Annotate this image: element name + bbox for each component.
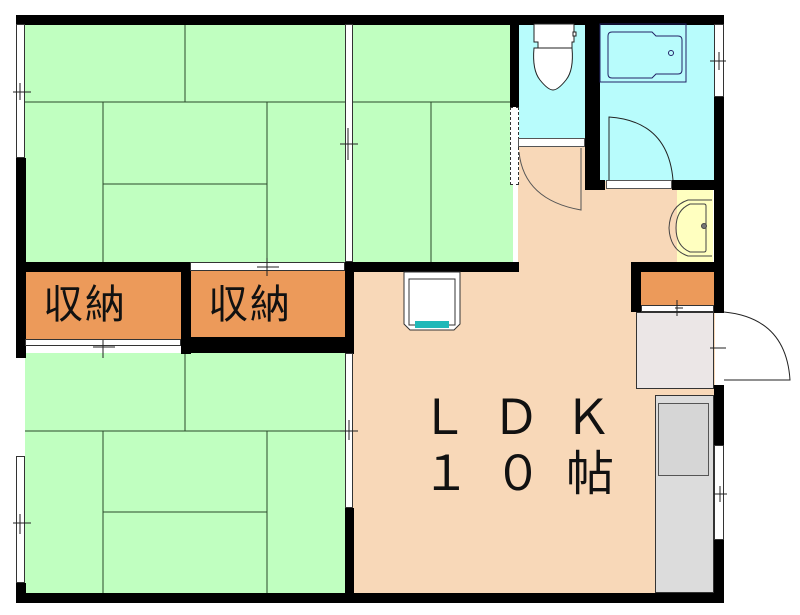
sliding-door-center-top[interactable] [345,24,353,262]
closet-left-label: 収納 [43,282,127,328]
tatami-room-top-right [353,24,513,262]
entrance-door-swing [723,311,791,381]
wall-center-vertical-c [345,508,354,603]
window-kitchen[interactable] [714,445,724,540]
wall-storage-frame [631,262,724,272]
wall-toilet-left [510,15,519,107]
bathroom [600,24,714,181]
ldk-size-label: １０帖 [422,446,639,502]
wall-mid-horizontal [16,262,190,272]
bath-threshold [606,180,672,189]
wall-storage-left [631,262,641,312]
toilet-threshold [518,138,585,147]
closet-left [25,271,181,339]
storage-small [640,271,714,305]
ldk-label: ＬＤＫ [420,390,637,446]
sink [658,403,709,476]
wall-bottom-right [324,593,724,603]
wall-closet-bottom [181,337,354,353]
wall-bath-bottom-b [672,180,724,190]
closet-right [190,271,345,337]
bath-door-swing [608,116,674,181]
wall-toilet-door-jamb [585,138,600,148]
wall-top [16,15,724,25]
wall-right-b [714,385,724,445]
wall-right-d [714,255,724,313]
wall-mid-horizontal-b [345,262,519,272]
wall-right-a [714,97,724,262]
wall-closet-divider [181,262,191,354]
wall-bottom [16,593,324,603]
toilet-icon [533,23,577,91]
wall-center-vertical [345,15,353,25]
entrance-floor [636,312,714,389]
washing-machine-icon [403,271,461,331]
washbasin-icon [668,199,712,257]
wall-bath-bottom [585,180,605,190]
wall-left-b [16,583,26,603]
closet-right-label: 収納 [208,282,292,328]
wall-center-vertical-b [345,262,354,354]
toilet-door-swing [518,148,582,211]
wall-right-c [714,540,724,603]
wall-left-a [16,158,26,358]
bathtub-icon [599,23,687,83]
